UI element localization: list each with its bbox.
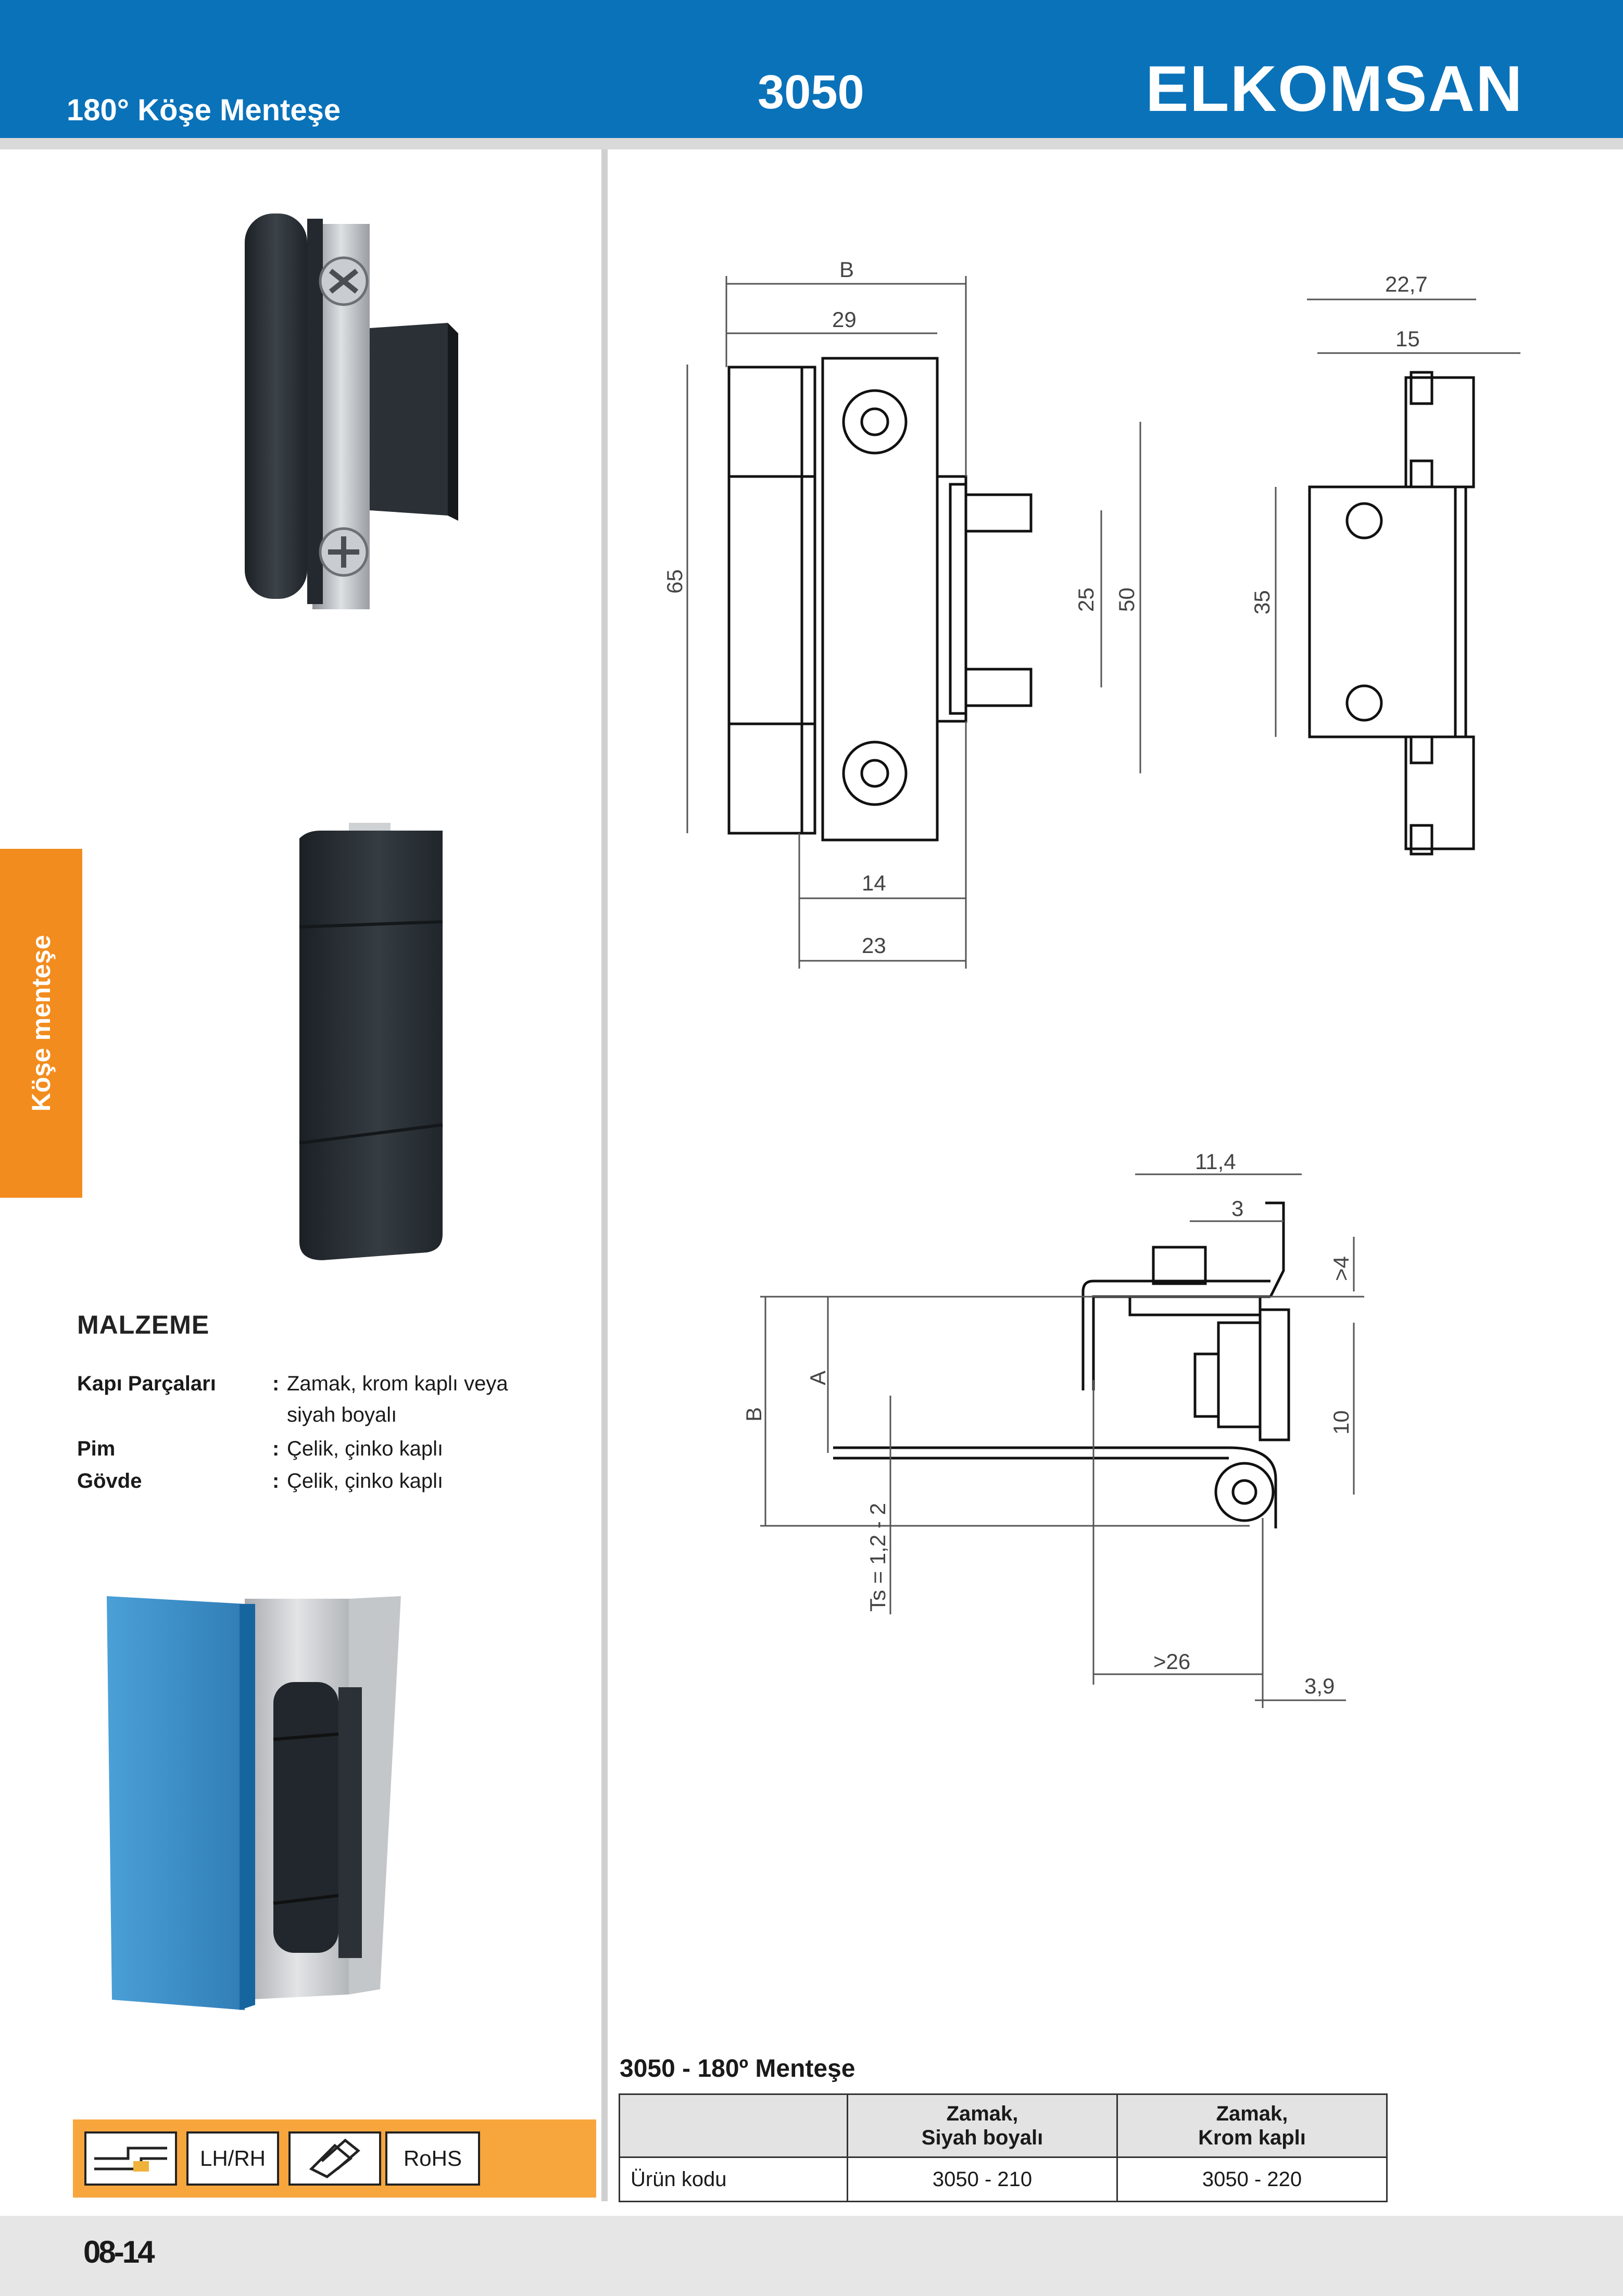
header-line: Krom kaplı [1198, 2126, 1306, 2149]
row-label: Ürün kodu [619, 2156, 848, 2202]
brand-logo: ELKOMSAN [1146, 53, 1524, 125]
material-value: Zamak, krom kaplı veya [287, 1372, 508, 1395]
table-header: Zamak, Siyah boyalı [847, 2093, 1118, 2158]
dim-label: 35 [1250, 590, 1274, 614]
product-code: 3050 [758, 66, 864, 119]
materials-title: MALZEME [77, 1310, 210, 1339]
dim-label: >4 [1329, 1256, 1353, 1281]
material-sep: : [272, 1372, 280, 1395]
table-row: Ürün kodu 3050 - 210 3050 - 220 [619, 2156, 1388, 2202]
surface-mount-icon [84, 2131, 177, 2186]
lh-rh-badge: LH/RH [186, 2131, 279, 2186]
column-divider [601, 149, 608, 2201]
dim-label: 29 [832, 307, 857, 332]
table-cell: 3050 - 220 [1116, 2156, 1388, 2202]
dim-label: >26 [1153, 1649, 1190, 1674]
material-sep: : [272, 1437, 280, 1460]
dim-label: B [839, 257, 854, 282]
header-rule [0, 138, 1623, 149]
material-key: Gövde [77, 1470, 142, 1492]
product-table: Zamak, Siyah boyalı Zamak, Krom kaplı Ür… [619, 2093, 1388, 2202]
dim-label: 14 [862, 871, 886, 895]
product-photo-hinge [245, 214, 458, 609]
dim-label: 15 [1395, 327, 1420, 351]
product-photo-hinge-side [299, 823, 443, 1260]
material-value: Çelik, çinko kaplı [287, 1437, 444, 1460]
material-key: Kapı Parçaları [77, 1372, 216, 1395]
page-number: 08-14 [83, 2235, 155, 2269]
dim-label: Ts = 1,2 - 2 [865, 1503, 890, 1612]
dim-label: 10 [1329, 1410, 1353, 1435]
table-cell: 3050 - 210 [847, 2156, 1118, 2202]
header-line: Zamak, [1216, 2102, 1288, 2125]
dim-label: 25 [1074, 587, 1098, 612]
table-title: 3050 - 180º Menteşe [620, 2055, 855, 2082]
page-subtitle: 180° Köşe Menteşe [67, 93, 341, 127]
material-sep: : [272, 1470, 280, 1492]
dim-label: 11,4 [1195, 1149, 1236, 1174]
material-value-cont: siyah boyalı [287, 1403, 397, 1426]
category-tab[interactable]: Köşe menteşe [0, 849, 82, 1198]
dim-label: 50 [1114, 587, 1139, 612]
header-line: Siyah boyalı [921, 2126, 1043, 2149]
material-key: Pim [77, 1437, 116, 1460]
dim-label: B [741, 1407, 766, 1422]
header-bar [0, 0, 1623, 138]
product-photo-mounted [107, 1596, 401, 2010]
hinge-icon [288, 2131, 381, 2186]
dim-label: 22,7 [1385, 272, 1428, 296]
feature-icon-bar: LH/RH RoHS [73, 2119, 596, 2198]
table-header-empty [619, 2093, 848, 2158]
dim-label: 3,9 [1304, 1674, 1335, 1698]
header-line: Zamak, [946, 2102, 1018, 2125]
dim-label: 65 [662, 569, 687, 594]
dim-label: 23 [862, 933, 886, 958]
dim-label: A [806, 1371, 830, 1385]
table-header: Zamak, Krom kaplı [1116, 2093, 1388, 2158]
material-value: Çelik, çinko kaplı [287, 1470, 444, 1492]
rohs-badge: RoHS [385, 2131, 480, 2186]
dim-label: 3 [1231, 1196, 1243, 1221]
footer-bar [0, 2216, 1623, 2296]
